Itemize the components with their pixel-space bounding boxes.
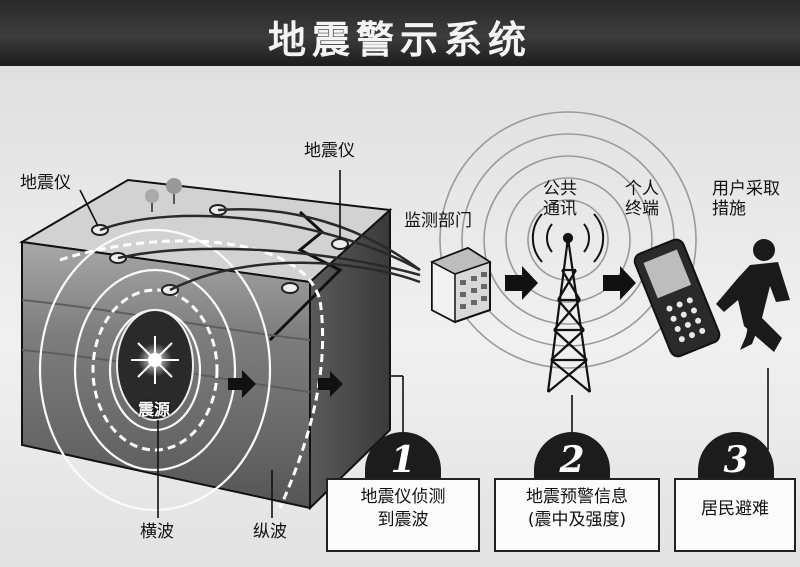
epicenter-icon [131, 336, 179, 384]
running-person-icon [716, 239, 790, 352]
step-3-box: 居民避难 [674, 478, 796, 552]
title-bar: 地震警示系统 [0, 0, 800, 66]
step-1-number: 1 [365, 432, 441, 482]
step-2-box: 地震预警信息 (震中及强度) [494, 478, 660, 552]
transverse-wave-ring [91, 288, 219, 452]
signal-paths [99, 208, 421, 292]
arrow-right-icon [228, 266, 636, 398]
label-longitudinal-wave: 纵波 [253, 522, 287, 542]
signal-waves [531, 213, 605, 263]
earth-side-face [309, 207, 391, 511]
label-seismograph-top: 地震仪 [304, 141, 355, 161]
label-transverse-wave: 横波 [140, 522, 174, 542]
building-icon [430, 246, 492, 324]
longitudinal-wave-ring [59, 239, 325, 509]
step-3-number: 3 [698, 432, 774, 482]
label-public-comm: 公共 通讯 [543, 179, 577, 219]
radio-tower-icon [546, 232, 592, 393]
label-seismograph-left: 地震仪 [20, 173, 71, 193]
fault-line [268, 210, 343, 342]
mobile-phone-icon [633, 238, 721, 358]
step-1-box: 地震仪侦测 到震波 [326, 478, 480, 552]
label-personal-terminal: 个人 终端 [625, 179, 659, 219]
page-title: 地震警示系统 [267, 18, 532, 62]
label-epicenter: 震源 [138, 400, 171, 419]
label-monitoring-dept: 监测部门 [404, 211, 472, 231]
step-2-number: 2 [534, 432, 610, 482]
diagram-canvas [19, 111, 790, 518]
label-user-action: 用户采取 措施 [712, 179, 780, 219]
tree-icon [145, 178, 182, 212]
